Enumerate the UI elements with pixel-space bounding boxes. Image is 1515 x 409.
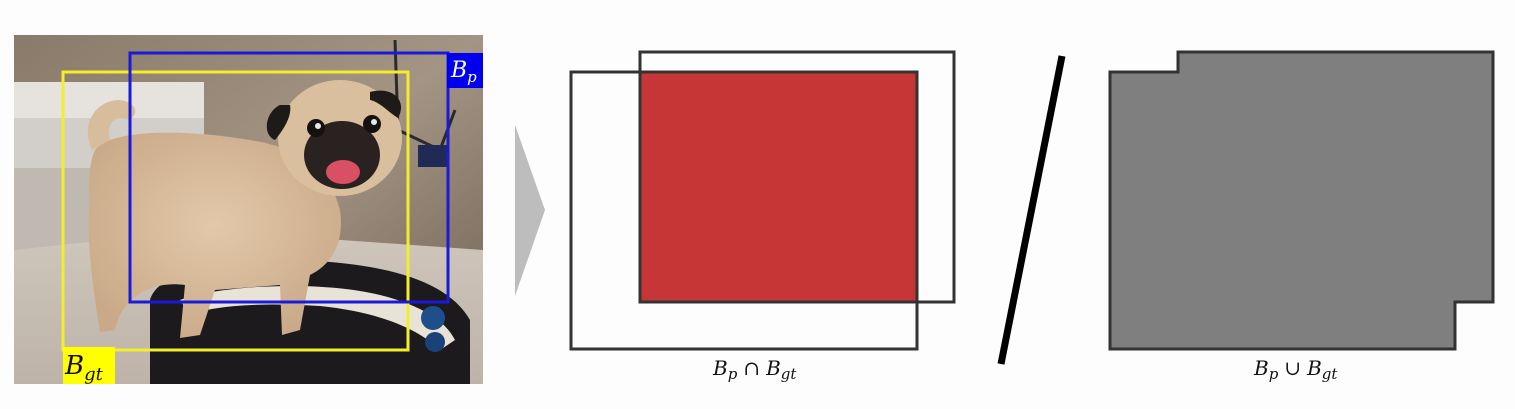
predicted-label-main: B [450,58,467,83]
arrow-right-icon [515,125,545,296]
division-slash-icon [997,55,1066,365]
ground-truth-outline [569,70,919,351]
predicted-outline [638,50,956,304]
predicted-box-tag: Bp [447,53,483,88]
union-panel: Bp∪Bgt [1108,50,1495,383]
ground-truth-box-tag: Bgt [63,347,115,385]
svg-text:Bp: Bp [450,58,477,86]
predicted-label-sub: p [467,68,477,86]
intersection-panel: Bp∩Bgt [569,50,956,383]
intersection-caption: Bp∩Bgt [712,356,797,383]
intersection-area [640,72,917,302]
ground-truth-box [61,70,410,352]
ground-truth-label-main: B [64,351,84,381]
union-caption: Bp∪Bgt [1253,356,1338,383]
predicted-box [128,51,450,304]
svg-text:Bgt: Bgt [64,351,104,385]
dog-photo [14,35,483,384]
ground-truth-label-sub: gt [84,364,104,385]
union-area [1108,50,1495,351]
